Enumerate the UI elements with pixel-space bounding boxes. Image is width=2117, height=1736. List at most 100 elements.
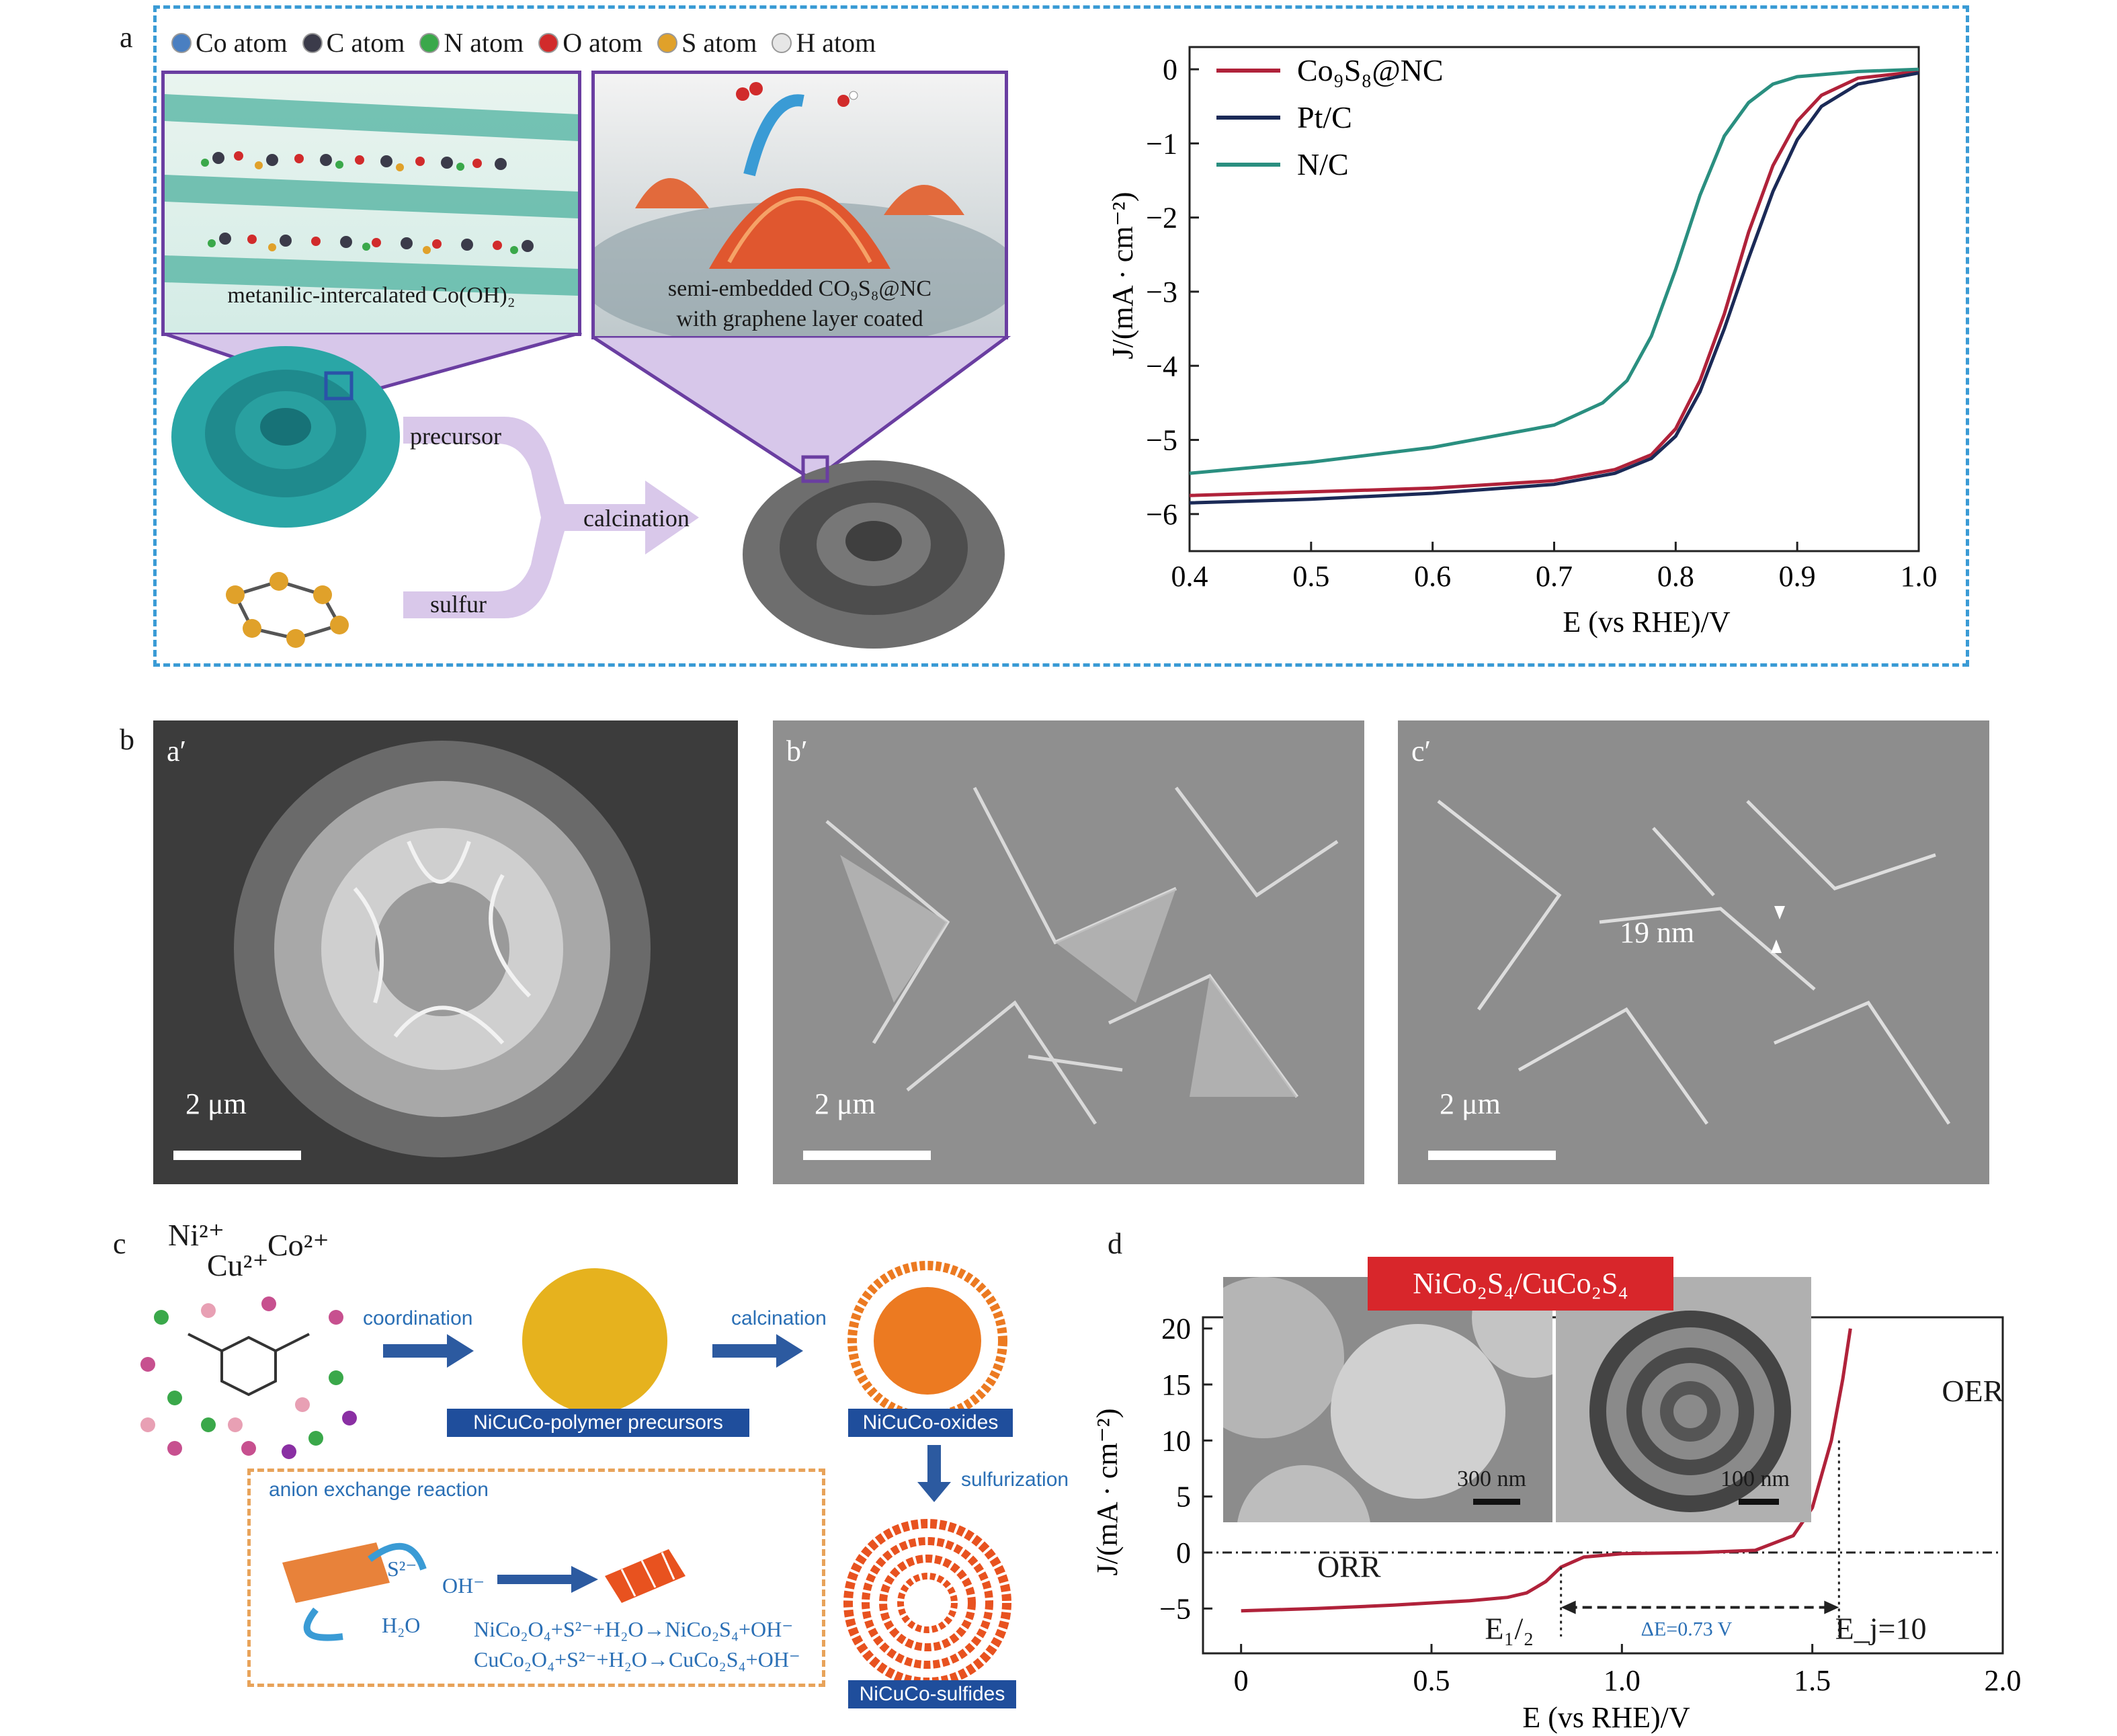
oxides-tag: NiCuCo-oxides xyxy=(848,1409,1013,1437)
chart-d-annotation: OER xyxy=(1942,1374,2003,1408)
scale-label-c-prime: 2 μm xyxy=(1440,1087,1501,1120)
panel-a-frame xyxy=(153,5,1969,667)
atom-legend-label: Co atom xyxy=(196,28,288,58)
scale-bar-c-prime xyxy=(1428,1151,1556,1160)
atom-legend-item: S atom xyxy=(657,27,757,58)
chart-d-ytick-label: 20 xyxy=(1161,1313,1191,1346)
sem-sheets xyxy=(773,720,1364,1184)
atom-color-dot xyxy=(538,32,559,53)
precursor-sphere xyxy=(522,1268,667,1413)
inset-scale-bar-2 xyxy=(1739,1499,1779,1505)
chart-d-delta-arrowhead-left xyxy=(1561,1600,1576,1614)
chart-d-annotation: E_j=10 xyxy=(1835,1611,1927,1645)
chart-d-ytick-label: −5 xyxy=(1159,1592,1191,1625)
atom-legend: Co atom C atom N atom O atom S atom H atom xyxy=(171,27,876,58)
chart-d-annotation: ΔE=0.73 V xyxy=(1641,1618,1733,1640)
sem-image-a-prime: a′ 2 μm xyxy=(153,720,738,1184)
calcination-arrow xyxy=(712,1334,803,1368)
chart-d-annotation: ORR xyxy=(1317,1550,1381,1584)
atom-legend-label: S atom xyxy=(681,28,757,58)
flow-arrows xyxy=(403,417,699,618)
sem-thin-sheets xyxy=(1398,720,1989,1184)
anion-exchange-label: anion exchange reaction xyxy=(269,1479,489,1501)
atom-color-dot xyxy=(302,32,323,53)
atom-legend-item: H atom xyxy=(772,27,876,58)
scale-bar-b-prime xyxy=(803,1151,931,1160)
chart-d-annotation: E₁/₂ xyxy=(1485,1611,1534,1645)
atom-legend-label: O atom xyxy=(563,28,643,58)
sulfur-molecule-icon xyxy=(226,572,349,648)
water-label: H₂O xyxy=(382,1613,421,1637)
inset-scale-label-2: 100 nm xyxy=(1720,1466,1790,1491)
sem-image-b-prime: b′ 2 μm xyxy=(773,720,1364,1184)
calcination-label-c: calcination xyxy=(731,1307,827,1329)
sulfide-nanostructure-icon xyxy=(605,1549,686,1603)
chart-a-ytick-label: −1 xyxy=(1146,127,1177,160)
atom-legend-item: N atom xyxy=(419,27,524,58)
chart-a-xtick-label: 0.7 xyxy=(1536,560,1573,593)
atom-legend-label: H atom xyxy=(796,28,876,58)
coordination-label: coordination xyxy=(363,1307,473,1329)
equation-1: NiCo₂O₄+S²⁻+H₂O→NiCo₂S₄+OH⁻ xyxy=(474,1617,794,1641)
chart-a-xtick-label: 1.0 xyxy=(1901,560,1938,593)
tem-inset-rings: 100 nm xyxy=(1556,1277,1811,1522)
atom-color-dot xyxy=(171,32,192,53)
caption-right-2: with graphene layer coated xyxy=(676,306,923,331)
linker-molecule-illustration xyxy=(140,1296,357,1459)
sem-label-c-prime: c′ xyxy=(1411,735,1431,768)
sem-label-a-prime: a′ xyxy=(167,735,187,768)
sulfides-tag: NiCuCo-sulfides xyxy=(848,1680,1016,1708)
caption-right-1: semi-embedded CO₉S₈@NC xyxy=(667,276,932,301)
sem-label-b-prime: b′ xyxy=(786,735,808,768)
sulfurization-arrow xyxy=(917,1445,951,1502)
dome-illustration xyxy=(595,82,1005,336)
ion-ni: Ni²⁺ xyxy=(168,1218,225,1252)
atom-color-dot xyxy=(772,32,792,53)
layer-illustration xyxy=(165,94,578,296)
chart-d-ytick-label: 15 xyxy=(1161,1368,1191,1401)
thickness-label: 19 nm xyxy=(1620,916,1695,949)
oxide-yolk-shell-sphere xyxy=(847,1261,1007,1421)
chart-d-xtick-label: 0.5 xyxy=(1413,1664,1450,1697)
chart-a-ytick-label: −2 xyxy=(1146,202,1177,235)
chart-a-legend-label: Co₉S₈@NC xyxy=(1297,53,1444,87)
chart-a-ytick-label: −4 xyxy=(1146,349,1177,382)
atom-color-dot xyxy=(657,32,678,53)
atom-legend-item: Co atom xyxy=(171,27,288,58)
chart-d-ytick-label: 0 xyxy=(1176,1536,1191,1569)
chart-a-ytick-label: −6 xyxy=(1146,498,1177,531)
zoom-funnel-right xyxy=(591,336,1011,483)
chart-a-legend-label: Pt/C xyxy=(1297,100,1352,134)
chart-a-legend-label: N/C xyxy=(1297,147,1349,181)
inset-scale-bar-1 xyxy=(1473,1499,1520,1505)
inset-spheres xyxy=(1223,1277,1552,1522)
dark-rose-image xyxy=(743,455,1005,649)
chart-d-xtick-label: 2.0 xyxy=(1985,1664,2022,1697)
panel-label-c: c xyxy=(113,1227,126,1260)
atom-legend-label: N atom xyxy=(444,28,524,58)
chart-a-ytick-label: −5 xyxy=(1146,424,1177,457)
chart-d-xlabel: E (vs RHE)/V xyxy=(1522,1701,1690,1734)
inset-rings xyxy=(1556,1277,1811,1522)
chart-a-series-line xyxy=(1189,67,1919,475)
chart-a-xlabel: E (vs RHE)/V xyxy=(1563,606,1731,638)
sem-image-c-prime: c′ 19 nm 2 μm xyxy=(1398,720,1989,1184)
sem-inset-spheres: 300 nm xyxy=(1223,1277,1552,1522)
chart-d-series-line xyxy=(1241,1328,1852,1613)
scale-label-a-prime: 2 μm xyxy=(185,1087,247,1120)
atom-legend-label: C atom xyxy=(326,28,405,58)
chart-a-series-line xyxy=(1189,71,1919,505)
chart-a-xtick-label: 0.8 xyxy=(1657,560,1694,593)
chart-a-xtick-label: 0.5 xyxy=(1292,560,1329,593)
atom-legend-item: C atom xyxy=(302,27,405,58)
chart-a-xtick-label: 0.9 xyxy=(1779,560,1816,593)
chart-a-ytick-label: −3 xyxy=(1146,276,1177,308)
exchange-arrow xyxy=(497,1566,598,1593)
chart-a-xtick-label: 0.6 xyxy=(1414,560,1451,593)
anion-exchange-illustration xyxy=(282,1542,427,1641)
precursors-tag: NiCuCo-polymer precursors xyxy=(447,1409,749,1437)
hydroxide-label: OH⁻ xyxy=(442,1573,485,1598)
flow-sulfur-label: sulfur xyxy=(430,591,487,618)
